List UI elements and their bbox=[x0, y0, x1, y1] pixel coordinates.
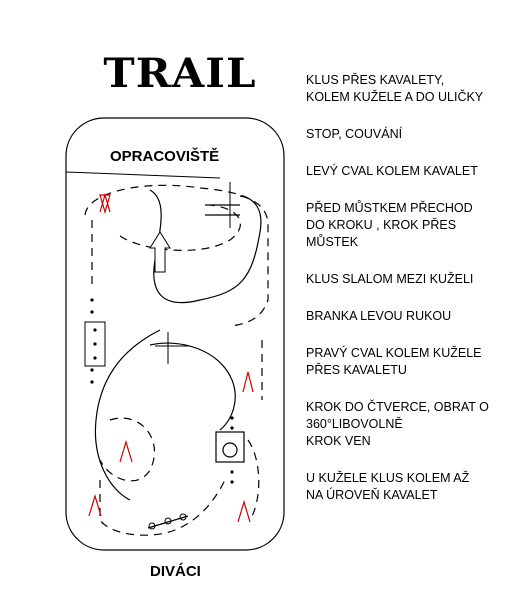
course-path-middle bbox=[149, 342, 236, 431]
square-dot bbox=[230, 426, 234, 430]
ramp-post bbox=[148, 522, 156, 530]
gate-dot bbox=[93, 342, 97, 346]
cone-3 bbox=[119, 439, 133, 463]
slalom-dot bbox=[90, 310, 94, 314]
ramp-post bbox=[164, 517, 172, 525]
course-path-right bbox=[247, 340, 263, 521]
gate-dot bbox=[93, 328, 97, 332]
turn-circle bbox=[222, 442, 238, 458]
arena-outline bbox=[65, 117, 285, 551]
bridge-arrow bbox=[149, 231, 171, 273]
cone-5 bbox=[237, 499, 251, 523]
diagram-title: TRAIL bbox=[103, 50, 257, 97]
course-step: BRANKA LEVOU RUKOU bbox=[306, 309, 452, 323]
slalom-dot bbox=[90, 368, 94, 372]
course-step: PŘED MŮSTKEM PŘECHOD DO KROKU , KROK PŘE… bbox=[306, 201, 473, 249]
course-path-left-curve bbox=[94, 329, 161, 501]
course-path-loop bbox=[91, 204, 241, 290]
course-step: KLUS PŘES KAVALETY, KOLEM KUŽELE A DO UL… bbox=[306, 73, 484, 104]
turn-square bbox=[215, 431, 245, 463]
cone-1 bbox=[99, 192, 111, 213]
course-path-bottom bbox=[99, 479, 226, 536]
course-steps-list: KLUS PŘES KAVALETY, KOLEM KUŽELE A DO UL… bbox=[306, 72, 511, 524]
spectators-label: DIVÁCI bbox=[150, 563, 201, 580]
course-step: U KUŽELE KLUS KOLEM AŽ NA ÚROVEŇ KAVALET bbox=[306, 471, 470, 502]
course-step: LEVÝ CVAL KOLEM KAVALET bbox=[306, 164, 478, 178]
gate-dot bbox=[93, 356, 97, 360]
course-step: STOP, COUVÁNÍ bbox=[306, 127, 403, 141]
square-dot bbox=[230, 416, 234, 420]
square-dot bbox=[230, 470, 234, 474]
ramp-post bbox=[179, 513, 187, 521]
cone-2 bbox=[242, 371, 254, 393]
cone-4 bbox=[88, 493, 102, 517]
slalom-dot bbox=[90, 298, 94, 302]
gate-box bbox=[84, 321, 106, 367]
course-step: KROK DO ČTVERCE, OBRAT O 360°LIBOVOLNĚ K… bbox=[306, 400, 489, 448]
cone-1 bbox=[99, 194, 111, 215]
course-step: KLUS SLALOM MEZI KUŽELI bbox=[306, 272, 474, 286]
course-path-top bbox=[84, 184, 269, 327]
warmup-label: OPRACOVIŠTĚ bbox=[110, 148, 220, 165]
slalom-dot bbox=[90, 380, 94, 384]
square-dot bbox=[230, 480, 234, 484]
course-path-lower-loop bbox=[99, 417, 156, 482]
warmup-divider bbox=[65, 171, 221, 179]
course-step: PRAVÝ CVAL KOLEM KUŽELE PŘES KAVALETU bbox=[306, 346, 482, 377]
